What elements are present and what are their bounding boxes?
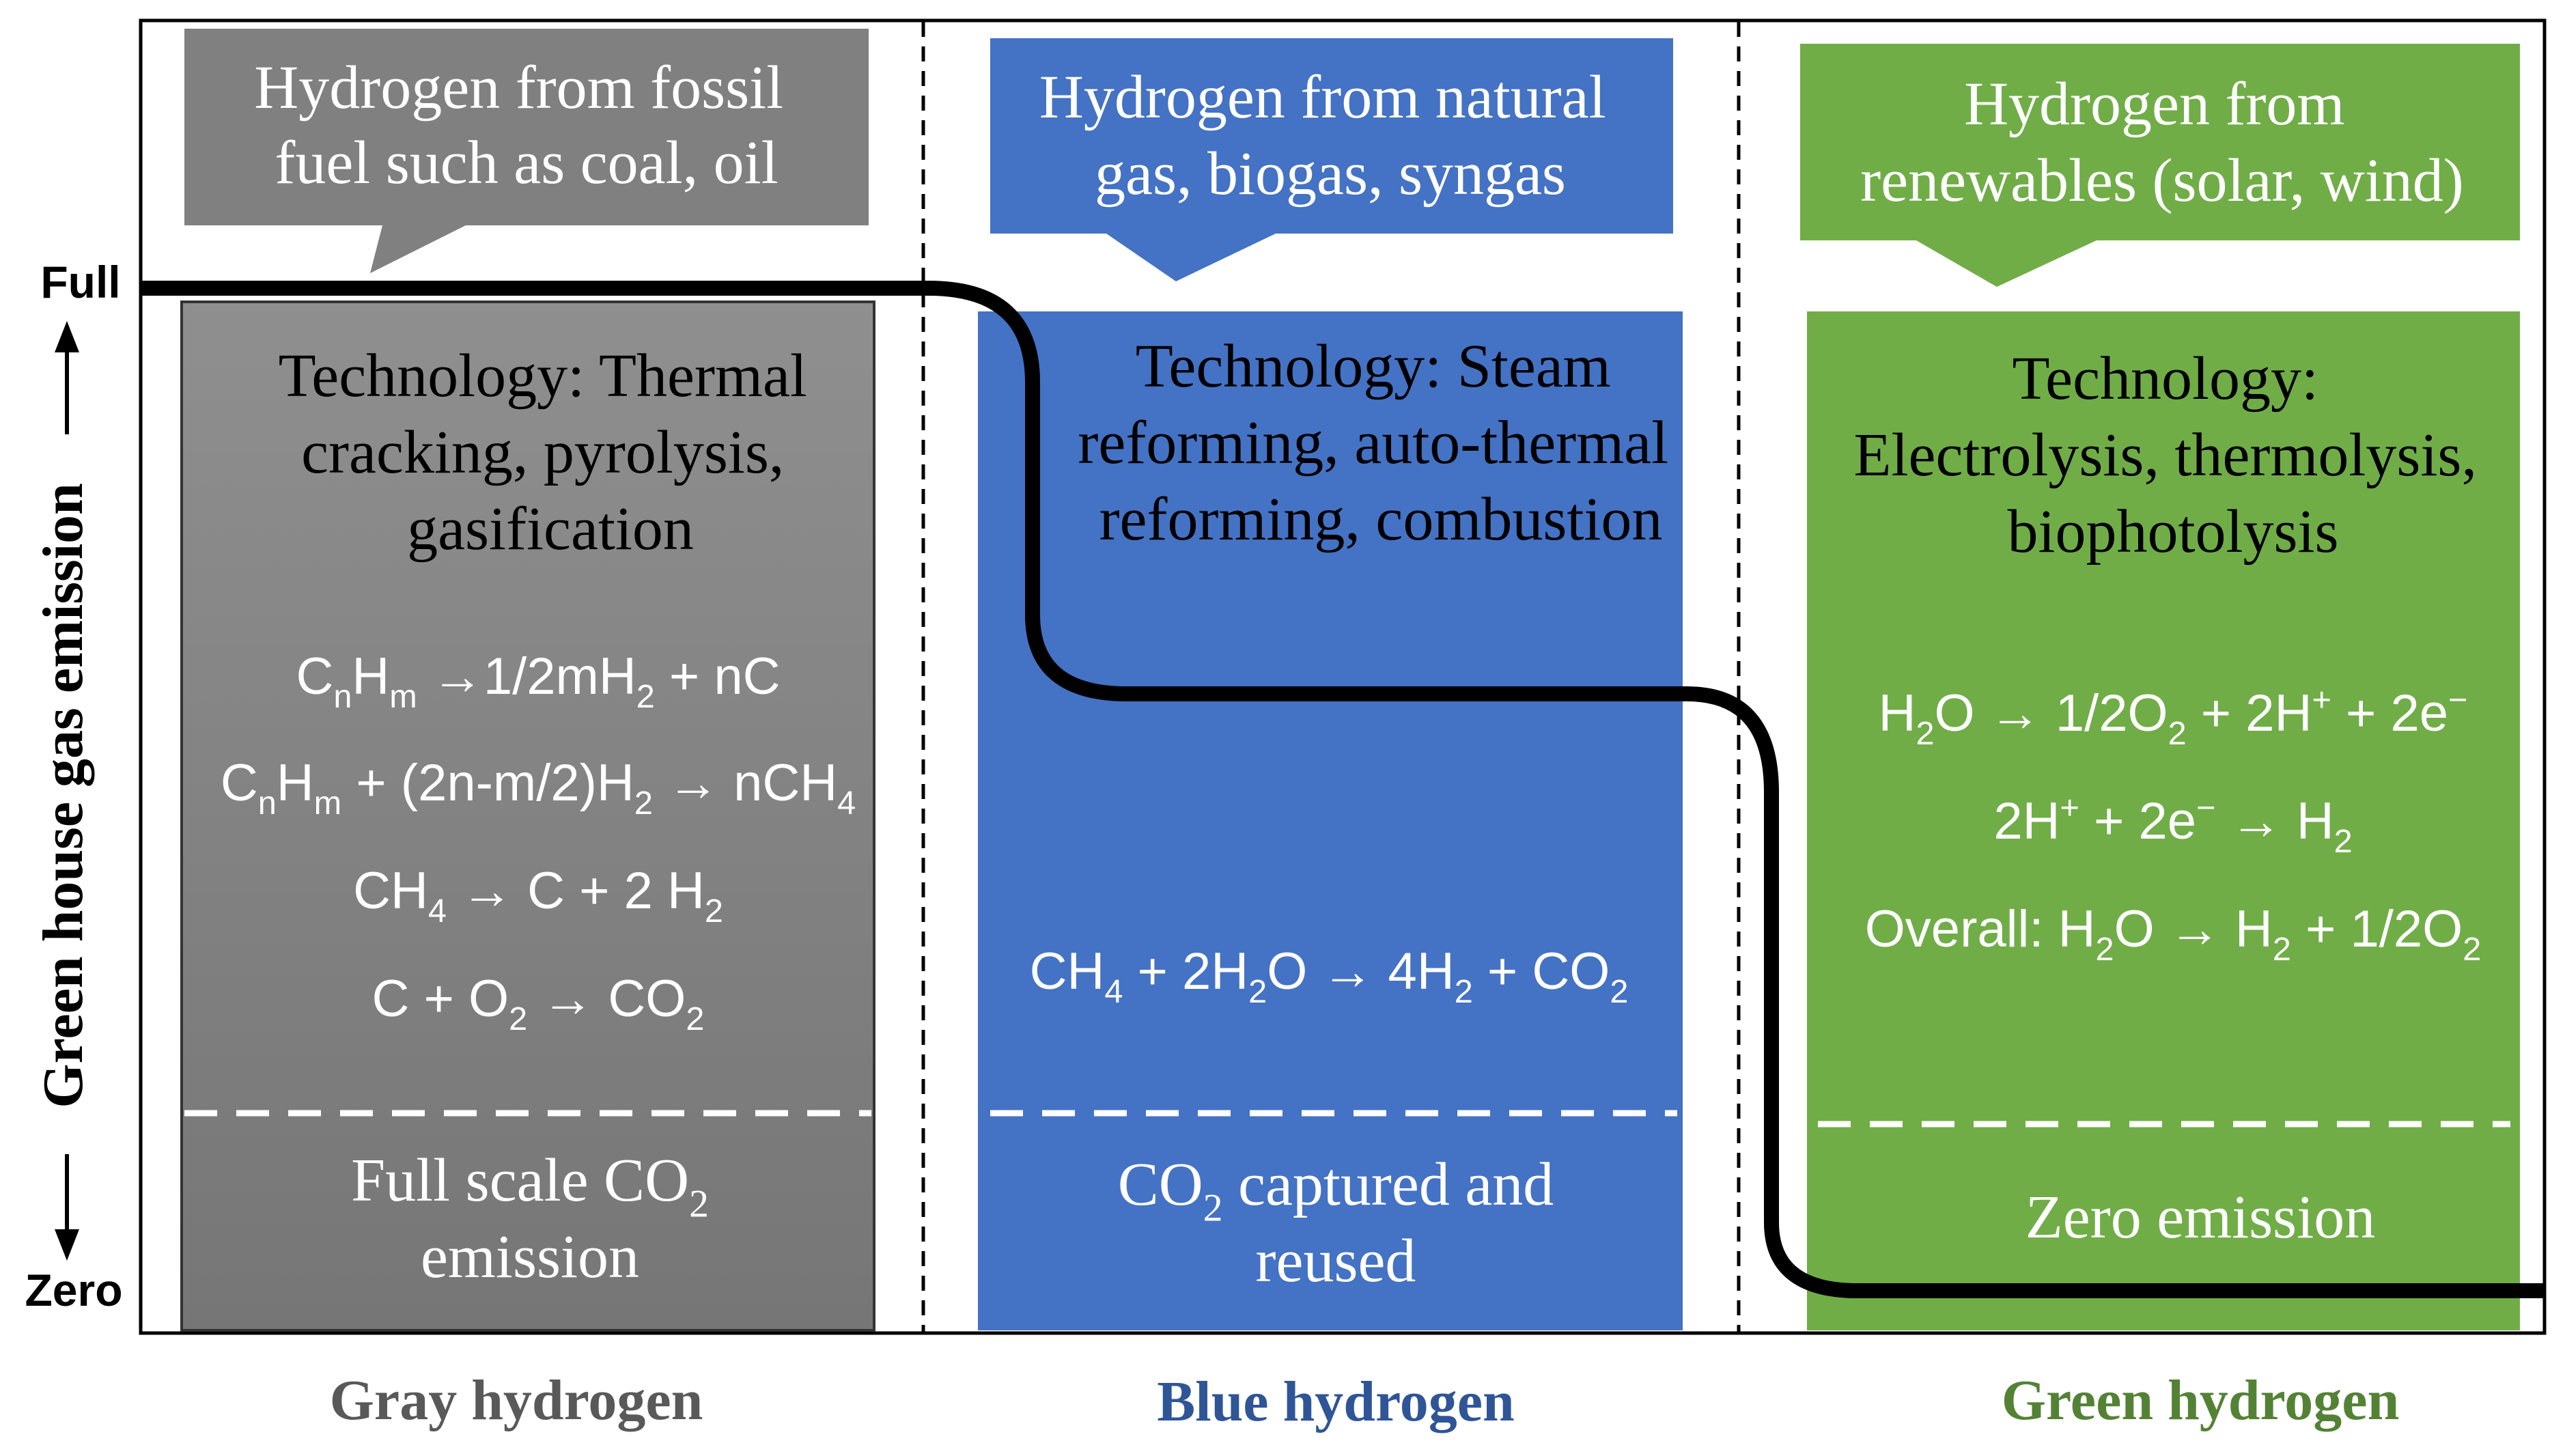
green-technology-line-2: Electrolysis, thermolysis, [1854,421,2477,489]
blue-technology-text: Technology: Steam reforming, auto-therma… [1078,333,1683,553]
arrow-up-icon [55,321,79,352]
green-reaction-1: H2O → 1/2O2 + 2H+ + 2e− [1879,682,2468,752]
green-reaction-2: 2H+ + 2e− → H2 [1993,789,2352,860]
blue-column: Hydrogen from natural gas, biogas, synga… [978,38,1683,1330]
green-reaction-3: Overall: H2O → H2 + 1/2O2 [1865,900,2482,968]
gray-header-line-2: fuel such as coal, oil [275,129,778,197]
gray-reaction-3: CH4 → C + 2 H2 [353,862,723,929]
gray-column: Hydrogen from fossil fuel such as coal, … [180,29,875,1332]
gray-reaction-1: CnHm →1/2mH2 + nC [296,647,780,715]
emission-axis: Full Zero Green house gas emission [25,257,122,1315]
gray-technology-line-3: gasification [407,495,694,563]
green-header-callout [1800,44,2520,287]
arrow-down-icon [55,1229,79,1261]
gray-header-text: Hydrogen from fossil fuel such as coal, … [254,54,798,197]
blue-header-line-2: gas, biogas, syngas [1095,140,1566,208]
gray-technology-line-1: Technology: Thermal [279,342,807,410]
blue-body-box [978,311,1683,1330]
gray-header-line-1: Hydrogen from fossil [254,54,783,122]
green-hydrogen-label: Green hydrogen [2002,1369,2400,1432]
axis-title: Green house gas emission [31,483,95,1108]
blue-reaction-1: CH4 + 2H2O → 4H2 + CO2 [1030,942,1629,1010]
green-column: Hydrogen from renewables (solar, wind) T… [1800,44,2520,1330]
blue-hydrogen-label: Blue hydrogen [1157,1370,1515,1433]
gray-reaction-2: CnHm + (2n-m/2)H2 → nCH4 [221,754,856,822]
blue-header-line-1: Hydrogen from natural [1039,64,1606,131]
gray-reaction-4: C + O2 → CO2 [372,970,705,1037]
green-header-text: Hydrogen from renewables (solar, wind) [1860,70,2464,214]
blue-emission-line-2: reused [1256,1227,1416,1295]
gray-emission-line-2: emission [421,1223,639,1291]
green-technology-line-1: Technology: [2012,345,2318,412]
axis-full-label: Full [40,257,120,307]
gray-hydrogen-label: Gray hydrogen [330,1369,703,1432]
axis-zero-label: Zero [25,1265,122,1315]
blue-emission-line-1: CO2 captured and [1118,1151,1554,1229]
gray-technology-text: Technology: Thermal cracking, pyrolysis,… [279,342,823,563]
blue-header-text: Hydrogen from natural gas, biogas, synga… [1039,64,1621,208]
gray-technology-line-2: cracking, pyrolysis, [301,419,784,486]
diagram-frame [139,18,2547,1335]
blue-technology-line-1: Technology: Steam [1136,333,1611,400]
green-header-line-2: renewables (solar, wind) [1860,147,2464,214]
emission-step-curve [141,281,2545,1298]
gray-body-box [180,300,875,1332]
green-body-box [1807,311,2520,1330]
green-technology-line-3: biophotolysis [2007,498,2338,565]
green-header-line-1: Hydrogen from [1964,70,2344,138]
blue-header-callout [990,38,1673,281]
green-emission-line-1: Zero emission [2026,1184,2375,1251]
blue-technology-line-2: reforming, auto-thermal [1078,409,1668,477]
green-technology-text: Technology: Electrolysis, thermolysis, b… [1854,345,2493,565]
blue-technology-line-3: reforming, combustion [1099,486,1663,553]
gray-emission-line-1: Full scale CO2 [351,1147,709,1225]
gray-header-callout [184,29,869,273]
